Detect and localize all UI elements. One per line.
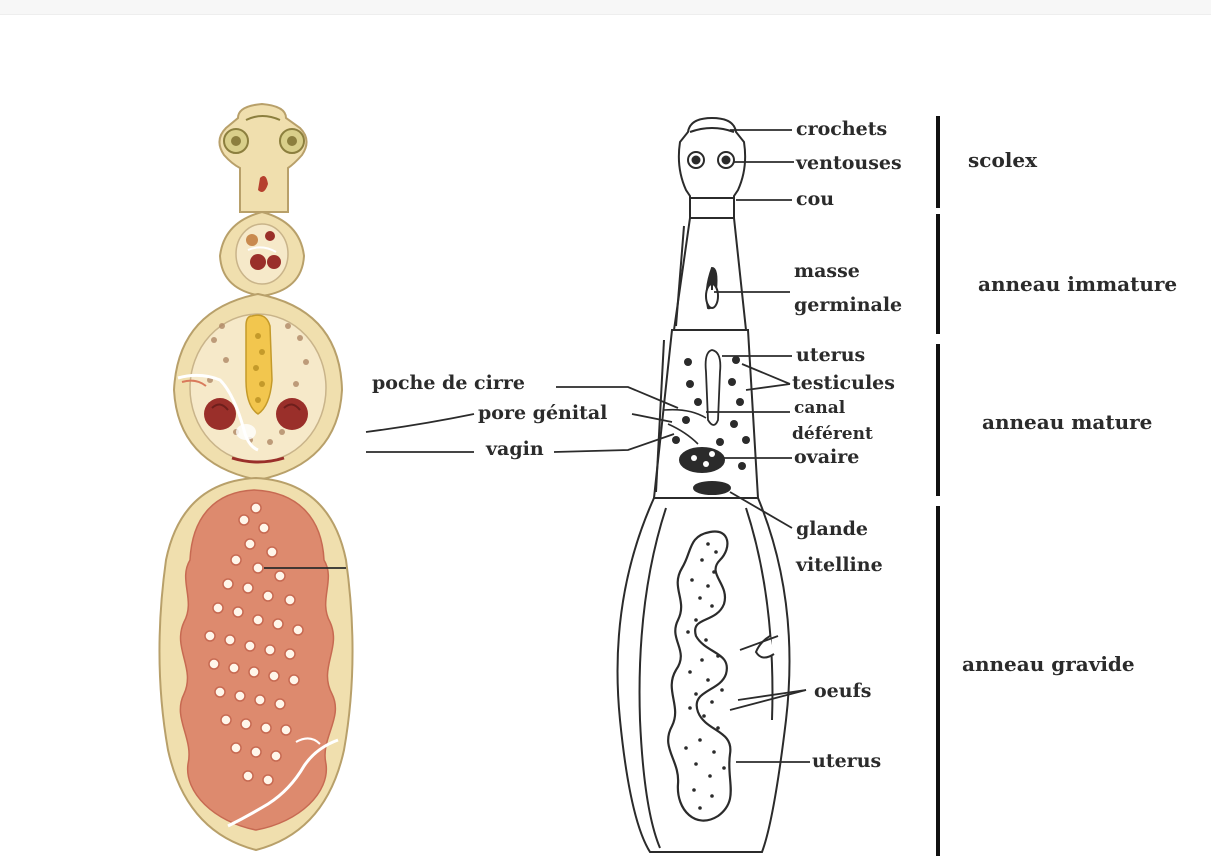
stage-anneau-immature: anneau immature: [978, 274, 1177, 294]
stage-scolex: scolex: [968, 150, 1037, 170]
line-tapeworm: [618, 118, 790, 852]
label-testicules: testicules: [792, 374, 895, 393]
label-oeufs: oeufs: [814, 682, 871, 701]
line-immature-segment: [674, 218, 746, 330]
label-masse: masse: [794, 262, 860, 281]
label-cou: cou: [796, 190, 834, 209]
colored-immature-segment: [220, 212, 304, 296]
label-uterus-top: uterus: [796, 346, 865, 365]
colored-ovary-right: [276, 398, 308, 430]
label-crochets: crochets: [796, 120, 887, 139]
label-vitelline: vitelline: [796, 556, 883, 575]
label-canal: canal: [794, 400, 845, 417]
colored-ovary-left: [204, 398, 236, 430]
colored-scolex: [219, 104, 306, 212]
leader-testicules-2: [746, 384, 790, 390]
line-vitelline-gland: [694, 482, 730, 494]
stage-anneau-mature: anneau mature: [982, 412, 1152, 432]
label-glande: glande: [796, 520, 868, 539]
stage-anneau-gravide: anneau gravide: [962, 654, 1135, 674]
colored-gravid-segment: [159, 478, 352, 850]
label-germinale: germinale: [794, 296, 902, 315]
line-gravid-segment: [618, 498, 790, 852]
line-uterus-mature: [706, 350, 721, 425]
label-ventouses: ventouses: [796, 154, 902, 173]
colored-gravid-uterus: [180, 490, 335, 830]
label-poche-de-cirre: poche de cirre: [372, 374, 525, 393]
label-vagin: vagin: [486, 440, 544, 459]
label-uterus-bottom: uterus: [812, 752, 881, 771]
line-scolex: [679, 118, 745, 218]
colored-mature-segment: [174, 294, 342, 480]
colored-tapeworm: [159, 104, 352, 850]
line-ovary: [680, 448, 724, 472]
label-ovaire: ovaire: [794, 448, 859, 467]
label-pore-genital: pore génital: [478, 404, 607, 423]
label-deferent: déférent: [792, 426, 873, 443]
